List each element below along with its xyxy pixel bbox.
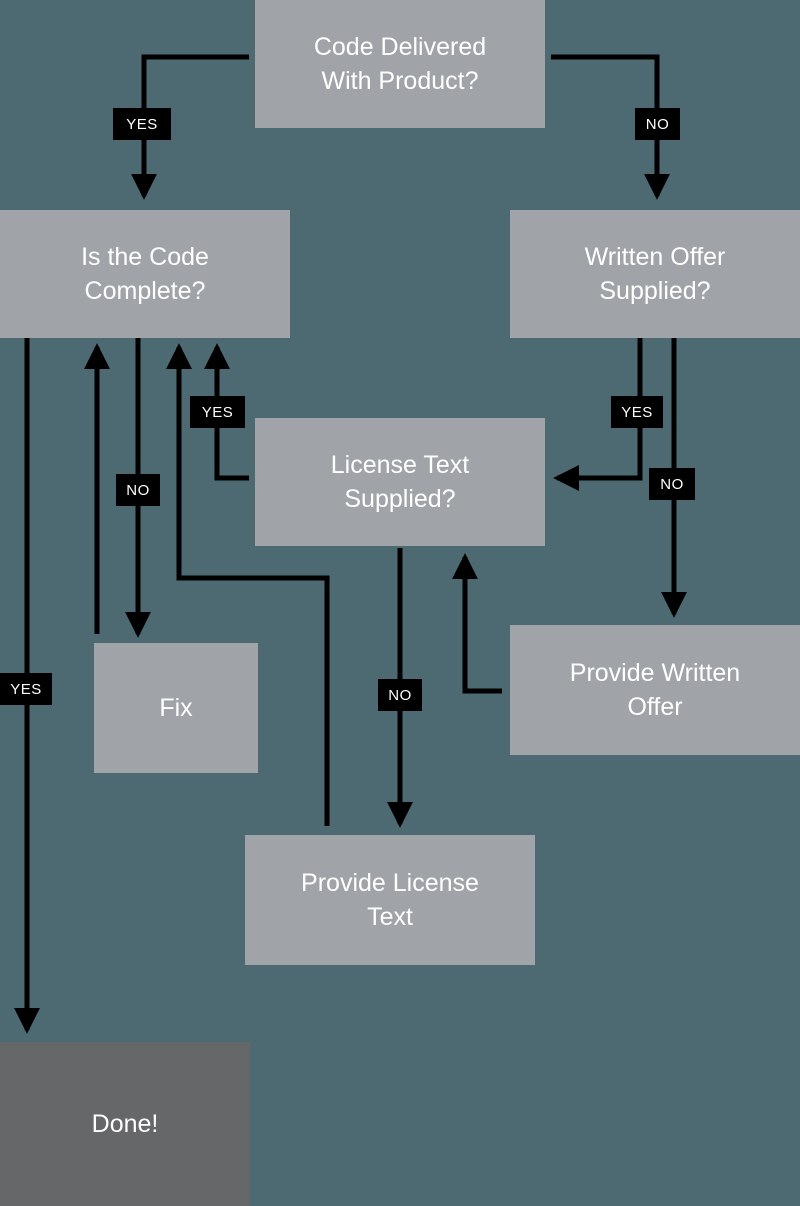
edge-label-yes-license-text-back: YES bbox=[190, 396, 245, 428]
edge-label-yes-to-done: YES bbox=[0, 673, 52, 705]
edge-label-no-code-complete: NO bbox=[116, 474, 160, 506]
node-license-text-supplied[interactable]: License Text Supplied? bbox=[255, 418, 545, 546]
node-provide-written-offer[interactable]: Provide Written Offer bbox=[510, 625, 800, 755]
connector-code-delivered-yes bbox=[131, 54, 249, 200]
connector-license-yes bbox=[204, 343, 249, 481]
edge-label-no-written-offer: NO bbox=[649, 468, 695, 500]
node-written-offer-supplied[interactable]: Written Offer Supplied? bbox=[510, 210, 800, 338]
connector-license-text-back bbox=[166, 343, 330, 826]
connector-code-delivered-no bbox=[551, 54, 670, 200]
edge-label-no-license-text: NO bbox=[378, 679, 422, 711]
edge-label-yes-written-offer: YES bbox=[611, 396, 663, 428]
node-provide-license-text[interactable]: Provide License Text bbox=[245, 835, 535, 965]
node-is-code-complete[interactable]: Is the Code Complete? bbox=[0, 210, 290, 338]
edge-label-yes-code-delivered: YES bbox=[113, 108, 171, 140]
node-code-delivered[interactable]: Code Delivered With Product? bbox=[255, 0, 545, 128]
node-fix[interactable]: Fix bbox=[94, 643, 258, 773]
edge-label-no-code-delivered: NO bbox=[635, 108, 680, 140]
connector-written-offer-back bbox=[452, 553, 502, 694]
node-done[interactable]: Done! bbox=[0, 1042, 250, 1206]
connector-written-offer-yes bbox=[553, 338, 643, 491]
